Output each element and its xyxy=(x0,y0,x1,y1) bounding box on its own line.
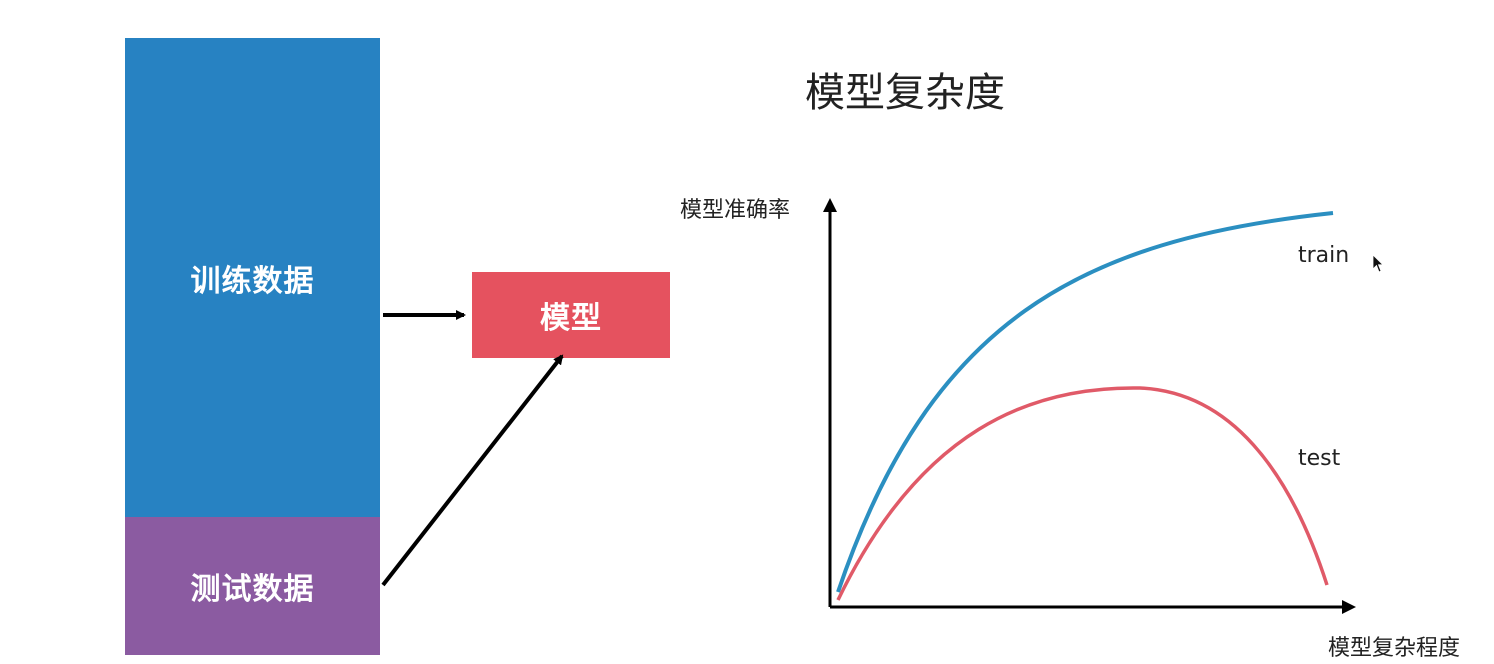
train-data-label: 训练数据 xyxy=(190,263,315,299)
test-series-label: test xyxy=(1298,446,1341,471)
mouse-cursor-icon xyxy=(1372,254,1384,273)
test-series-line xyxy=(836,386,1329,601)
model-label: 模型 xyxy=(540,301,602,336)
x-axis-label: 模型复杂程度 xyxy=(1328,636,1461,661)
train-data-block: 训练数据 xyxy=(125,38,380,517)
train-series-label: train xyxy=(1298,243,1350,268)
chart-title: 模型复杂度 xyxy=(805,70,1005,116)
test-data-block: 测试数据 xyxy=(125,517,380,655)
test-data-label: 测试数据 xyxy=(190,572,315,607)
train-series-line xyxy=(836,211,1334,593)
y-axis-label: 模型准确率 xyxy=(680,198,791,223)
model-block: 模型 xyxy=(472,272,670,358)
test-to-model-arrow xyxy=(381,354,564,587)
